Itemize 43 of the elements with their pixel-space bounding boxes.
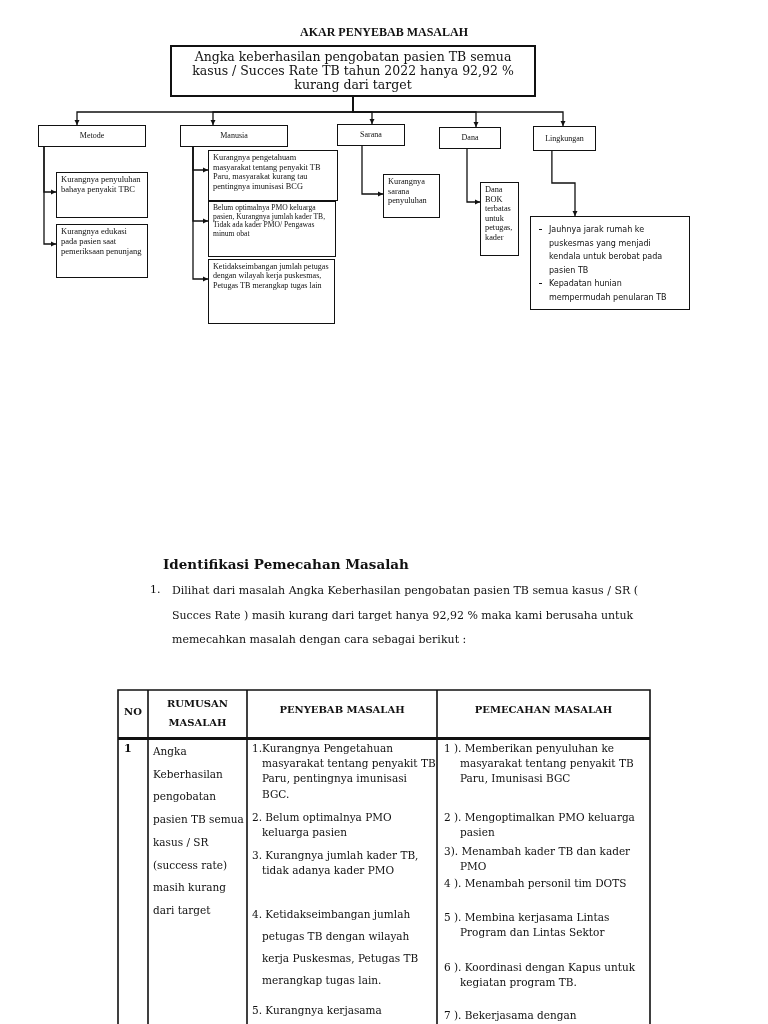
list-item: 2. Belum optimalnya PMO keluarga pasien [251,810,393,841]
list-item: 7 ). Bekerjasama dengan [443,1008,578,1023]
arrow [466,148,481,205]
list-item: 1 ). Memberikan penyuluhan ke masyarakat tentang penyakit TB Paru, Imunisasi BGC [443,741,635,787]
paragraph: Dilihat dari masalah Angka Keberhasilan pengobatan pasien TB semua kasus / SR ( Succes Rate ) masih kurang dari target hanya 92,92 % maka kami berusaha untuk memecahkan masalah dengan cara sebagai berikut : [172,583,639,648]
list-item: 5. Kurangnya kerjasama [251,1003,383,1018]
cause-box: Kurangnya pengetahuam masyarakat tentang penyakit TB Paru, masyarakat kurang tau pentingnya imunisasi BCG [208,150,338,201]
diagram-title: AKAR PENYEBAB MASALAH [299,25,469,40]
list-item: 4. Ketidakseimbangan jumlah petugas TB dengan wilayah kerja Puskesmas, Petugas TB merangkap tugas lain. [251,907,420,988]
list-item: 4 ). Menambah personil tim DOTS [443,876,628,891]
table-header: NO [123,706,143,717]
table-text: Angka Keberhasilan pengobatan pasien TB semua kasus / SR (success rate) masih kurang dari target [153,744,245,918]
list-item: 3). Menambah kader TB dan kader PMO [443,844,632,875]
cause-box: Kurangnya sarana penyuluhan [383,174,440,218]
arrow [43,146,57,247]
arrow [361,145,384,197]
list-item: 6 ). Koordinasi dengan Kapus untuk kegiatan program TB. [443,960,637,991]
table-header: RUMUSAN MASALAH [166,697,229,730]
cause-box: Dana BOK terbatas untuk petugas, kader [480,182,519,256]
category-box: Manusia [180,125,288,147]
bullet-text: Kepadatan hunian mempermudah penularan TB [549,279,667,302]
list-item: 3. Kurangnya jumlah kader TB, tidak adanya kader PMO [251,848,420,879]
arrow [192,146,209,282]
section-heading: Identifikasi Pemecahan Masalah [163,556,409,572]
bullet-text: Jauhnya jarak rumah ke puskesmas yang menjadi kendala untuk berobat pada pasien TB [549,225,663,275]
cause-box: Kurangnya edukasi pada pasien saat pemeriksaan penunjang [56,224,148,278]
list-item: 5 ). Membina kerjasama Lintas Program dan Lintas Sektor [443,910,611,941]
cause-box: Ketidakseimbangan jumlah petugas dengan wilayah kerja puskesmas, Petugas TB merangkap tugas lain [208,259,335,324]
category-box: Sarana [337,124,405,146]
category-box: Dana [439,127,501,149]
list-item: 2 ). Mengoptimalkan PMO keluarga pasien [443,810,636,841]
arrow [551,150,578,217]
row-number: 1 [124,742,132,755]
list-number: 1. [150,583,161,596]
arrow [352,96,566,127]
problem-box: Angka keberhasilan pengobatan pasien TB semua kasus / Succes Rate TB tahun 2022 hanya 92,92 % kurang dari target [170,45,536,97]
cause-box [530,216,690,310]
list-item: 1.Kurangnya Pengetahuan masyarakat tentang penyakit TB Paru, pentingnya imunisasi BGC. [251,741,436,802]
cause-box: Kurangnya penyuluhan bahaya penyakit TBC [56,172,148,218]
table-header: PEMECAHAN MASALAH [473,704,614,715]
table-header: PENYEBAB MASALAH [278,704,406,715]
category-box: Lingkungan [533,126,596,151]
category-box: Metode [38,125,146,147]
